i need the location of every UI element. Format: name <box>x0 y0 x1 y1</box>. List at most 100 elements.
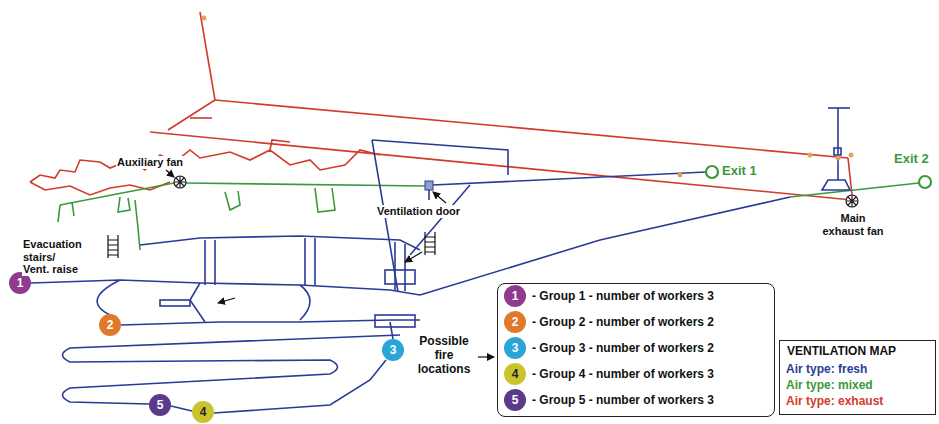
location-marker: 5 <box>149 394 171 416</box>
group-entry: 5 - Group 5 - number of workers 3 <box>504 389 714 411</box>
fresh-airway <box>420 197 790 295</box>
legend-title: VENTILATION MAP <box>786 345 897 359</box>
fresh-airway <box>375 315 415 327</box>
mixed-airway <box>186 183 425 186</box>
ladder-icon <box>425 232 435 255</box>
fresh-airway <box>171 406 192 411</box>
exhaust-airway <box>190 117 212 119</box>
mixed-airway <box>58 205 60 222</box>
group-text: - Group 1 - number of workers 3 <box>532 289 714 303</box>
fire-label: Possible fire locations <box>412 335 476 376</box>
legend-text: Air type: fresh <box>786 362 867 376</box>
group-badge: 5 <box>504 389 526 411</box>
callout-number: 4 <box>200 405 207 419</box>
group-entry: 2 - Group 2 - number of workers 2 <box>504 311 714 333</box>
fresh-airway <box>837 108 839 180</box>
fresh-airway <box>390 322 393 339</box>
callout-number: 3 <box>390 343 397 357</box>
group-text: - Group 4 - number of workers 3 <box>532 367 714 381</box>
ladder-icon <box>108 232 435 258</box>
junction-dot <box>836 156 841 161</box>
legend-text: Air type: exhaust <box>786 394 883 408</box>
callout-number: 2 <box>107 318 114 332</box>
exhaust-airway <box>30 150 380 182</box>
callout-number: 2 <box>512 315 519 329</box>
fan-label: Auxiliary fan <box>116 156 184 169</box>
junction-dot <box>202 16 854 178</box>
fresh-airway <box>214 360 386 413</box>
exit-label: Exit 2 <box>893 152 930 167</box>
exit-label: Exit 1 <box>721 164 758 179</box>
callout-number: 5 <box>512 393 519 407</box>
fresh-airway <box>822 180 850 190</box>
fresh-airway <box>300 285 310 320</box>
fresh-airway <box>385 270 415 284</box>
mixed-airway <box>58 183 919 250</box>
exhaust-airway <box>168 100 215 130</box>
location-marker: 3 <box>382 339 404 361</box>
exit-marker <box>919 176 931 188</box>
door-label: Ventilation door <box>376 205 461 218</box>
fresh-airway <box>834 148 841 155</box>
callout-number: 1 <box>512 289 519 303</box>
group-badge: 3 <box>504 337 526 359</box>
fresh-airway <box>140 236 420 250</box>
group-text: - Group 3 - number of workers 2 <box>532 341 714 355</box>
fan-symbol <box>846 195 858 207</box>
group-text: - Group 2 - number of workers 2 <box>532 315 714 329</box>
fan-symbol <box>174 176 186 188</box>
fan-symbol <box>174 176 858 207</box>
junction-dot <box>202 16 207 21</box>
leader-arrow <box>166 170 494 357</box>
group-badge: 2 <box>504 311 526 333</box>
ventilation-door <box>425 181 433 190</box>
stairs-label: Evacuation stairs/ Vent. raise <box>22 238 85 276</box>
exhaust-airway <box>200 12 215 100</box>
callout-number: 1 <box>17 276 24 290</box>
junction-dot <box>808 153 813 158</box>
callout-number: 5 <box>157 398 164 412</box>
exhaust-airway <box>30 12 852 200</box>
leader-arrow <box>218 298 235 303</box>
junction-dot <box>678 173 683 178</box>
junction-dot <box>849 153 854 158</box>
group-badge: 1 <box>504 285 526 307</box>
leader-arrow <box>478 356 494 357</box>
group-badge: 4 <box>504 363 526 385</box>
mixed-airway <box>315 188 335 212</box>
fresh-airway <box>160 300 190 306</box>
leader-arrow <box>166 170 174 177</box>
location-marker: 2 <box>99 314 121 336</box>
fresh-airway <box>410 185 470 255</box>
leader-arrow <box>433 192 446 203</box>
legend-sample: Air type: exhaust <box>786 394 883 408</box>
location-marker: 4 <box>192 401 214 423</box>
mixed-airway <box>60 183 174 205</box>
fresh-airway <box>372 140 508 175</box>
ladder-icon <box>108 235 118 258</box>
fan-label: Main exhaust fan <box>819 212 887 237</box>
fresh-airway <box>828 107 850 109</box>
mixed-airway <box>225 191 240 210</box>
fresh-airway <box>190 283 205 322</box>
fresh-airway <box>305 238 315 286</box>
legend-sample: Air type: mixed <box>786 378 873 392</box>
fresh-airway <box>205 240 215 285</box>
legend-sample: Air type: fresh <box>786 362 867 376</box>
fan-symbol <box>846 195 858 207</box>
mixed-airway <box>118 197 130 212</box>
mixed-airway <box>135 200 140 250</box>
fresh-airway <box>433 172 706 185</box>
exhaust-airway <box>150 132 852 200</box>
group-entry: 1 - Group 1 - number of workers 3 <box>504 285 714 307</box>
group-entry: 3 - Group 3 - number of workers 2 <box>504 337 714 359</box>
legend-text: Air type: mixed <box>786 378 873 392</box>
fresh-airway <box>97 280 120 315</box>
fresh-airway <box>31 280 420 295</box>
ventilation-door <box>425 181 433 190</box>
callout-number: 3 <box>512 341 519 355</box>
exhaust-airway <box>270 140 290 150</box>
group-text: - Group 5 - number of workers 3 <box>532 393 714 407</box>
fan-symbol <box>174 176 186 188</box>
